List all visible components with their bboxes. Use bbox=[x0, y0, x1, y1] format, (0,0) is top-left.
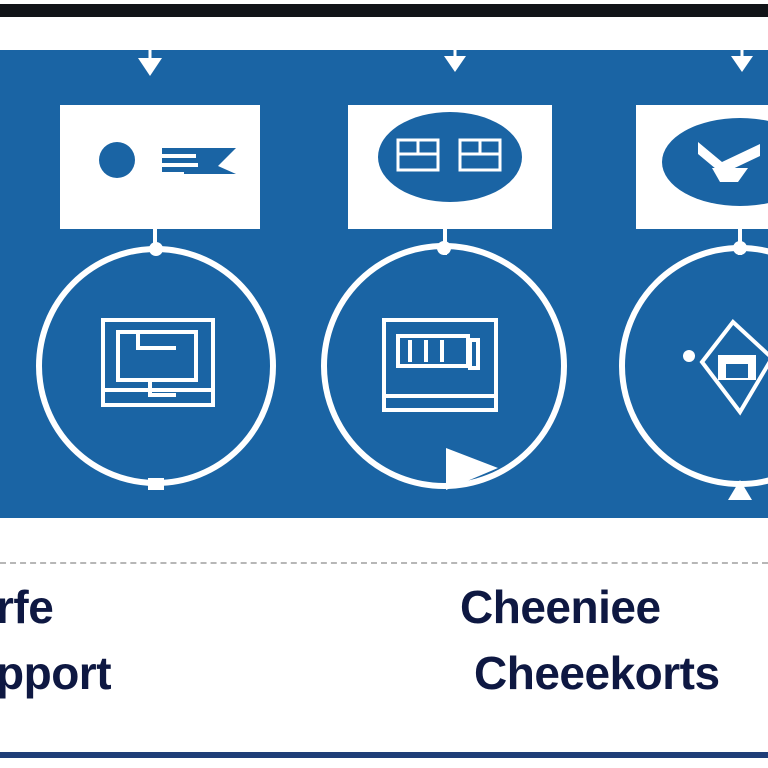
diagram-panel bbox=[0, 50, 768, 518]
bottom-border-bar bbox=[0, 752, 768, 758]
window-control-icon bbox=[382, 318, 498, 412]
envelope-check-icon bbox=[698, 142, 760, 182]
card-3 bbox=[636, 105, 768, 229]
top-border-bar bbox=[0, 4, 768, 17]
node-circle-3 bbox=[619, 241, 768, 500]
caption-right-line-1: Cheeniee bbox=[460, 581, 661, 633]
card-1 bbox=[60, 105, 260, 229]
caption-left-line-1: rfe bbox=[0, 581, 54, 633]
floorplan-icon bbox=[101, 318, 215, 407]
card-2 bbox=[348, 105, 552, 229]
caption-right-line-2: Cheeekorts bbox=[474, 647, 720, 699]
caption-left-line-2: pport bbox=[0, 647, 112, 699]
down-arrow-icon bbox=[444, 50, 466, 72]
document-panels-icon bbox=[396, 138, 502, 172]
down-arrow-icon bbox=[138, 50, 162, 76]
direction-pin-icon bbox=[683, 319, 768, 416]
node-circle-2 bbox=[321, 241, 567, 490]
node-circle-1 bbox=[36, 242, 276, 490]
person-chat-icon bbox=[99, 142, 236, 178]
dashed-divider bbox=[0, 562, 768, 564]
diagram-graphic bbox=[36, 50, 768, 500]
down-arrow-icon bbox=[731, 50, 753, 72]
